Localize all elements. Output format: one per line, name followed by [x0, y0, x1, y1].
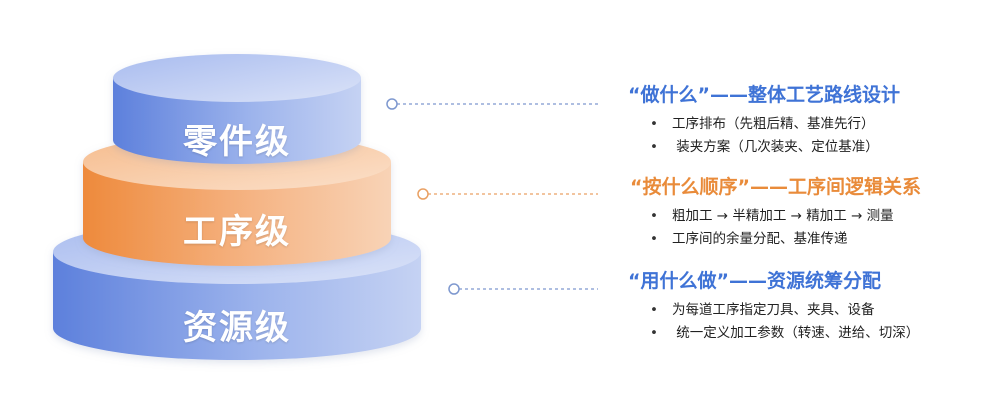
- bullet-list-process: •粗加工 → 半精加工 → 精加工 → 测量 •工序间的余量分配、基准传递: [650, 205, 921, 251]
- bullet-dot-icon: •: [650, 139, 658, 155]
- connector-process: [417, 188, 598, 200]
- panel-title-part: “做什么”——整体工艺路线设计: [628, 84, 900, 106]
- list-item: •为每道工序指定刀具、夹具、设备: [650, 299, 919, 322]
- connector-resource: [448, 283, 598, 295]
- tier-label-resource: 资源级: [183, 308, 291, 348]
- panel-title-resource: “用什么做”——资源统筹分配: [628, 270, 881, 292]
- connector-part: [386, 98, 598, 110]
- bullet-dot-icon: •: [650, 325, 658, 341]
- list-item: • 装夹方案（几次装夹、定位基准）: [650, 136, 900, 159]
- panel-resource: “用什么做”——资源统筹分配 •为每道工序指定刀具、夹具、设备 • 统一定义加工…: [628, 266, 919, 345]
- bullet-dot-icon: •: [650, 208, 658, 224]
- panel-part: “做什么”——整体工艺路线设计 •工序排布（先粗后精、基准先行） • 装夹方案（…: [628, 80, 900, 159]
- list-item: •工序间的余量分配、基准传递: [650, 228, 921, 251]
- tier-label-part: 零件级: [183, 122, 291, 162]
- bullet-dot-icon: •: [650, 231, 658, 247]
- panel-process: “按什么顺序”——工序间逻辑关系 •粗加工 → 半精加工 → 精加工 → 测量 …: [630, 172, 921, 251]
- bullet-list-resource: •为每道工序指定刀具、夹具、设备 • 统一定义加工参数（转速、进给、切深）: [650, 299, 919, 345]
- list-item: • 统一定义加工参数（转速、进给、切深）: [650, 322, 919, 345]
- panel-title-process: “按什么顺序”——工序间逻辑关系: [630, 176, 921, 198]
- bullet-dot-icon: •: [650, 302, 658, 318]
- bullet-dot-icon: •: [650, 116, 658, 132]
- tier-part-disc: [113, 54, 361, 164]
- list-item: •粗加工 → 半精加工 → 精加工 → 测量: [650, 205, 921, 228]
- bullet-list-part: •工序排布（先粗后精、基准先行） • 装夹方案（几次装夹、定位基准）: [650, 113, 900, 159]
- tier-label-process: 工序级: [183, 212, 291, 252]
- list-item: •工序排布（先粗后精、基准先行）: [650, 113, 900, 136]
